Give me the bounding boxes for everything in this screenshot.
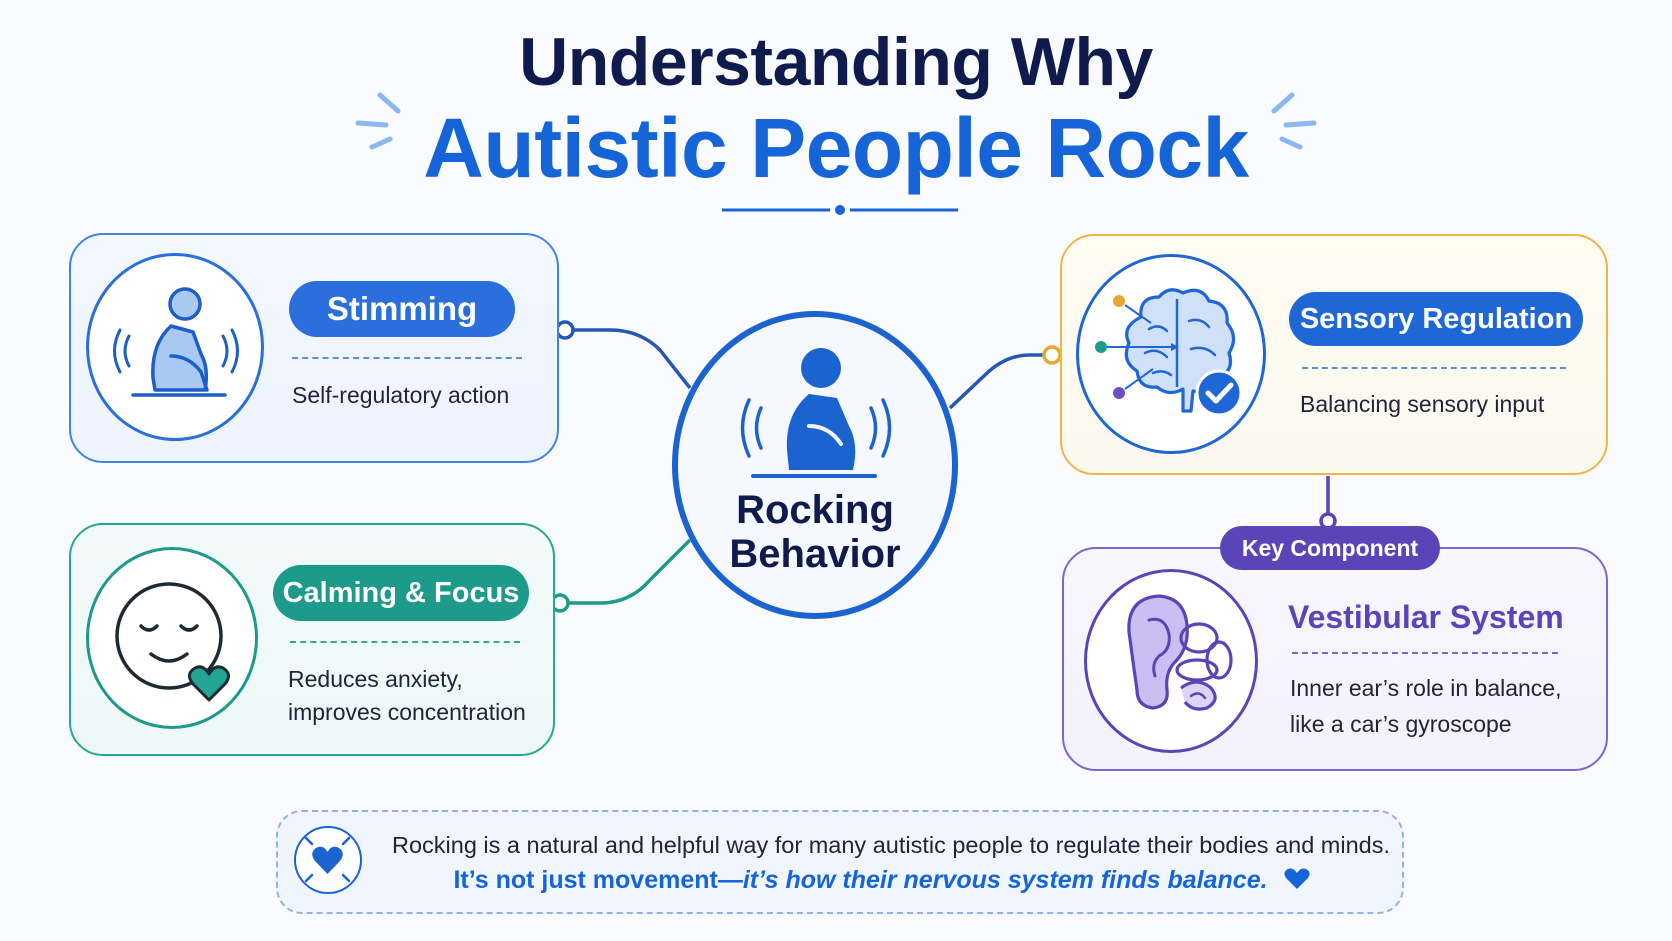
stimming-description: Self-regulatory action	[292, 382, 510, 408]
stimming-icon-ring	[86, 253, 264, 441]
inner-ear-icon	[1127, 594, 1233, 711]
note-line-1: Rocking is a natural and helpful way for…	[392, 832, 1391, 858]
title-line-1: Understanding Why	[519, 24, 1153, 100]
stimming-label: Stimming	[289, 281, 515, 337]
title-divider	[722, 205, 958, 215]
note-line-2-part-b: it’s how their nervous system finds bala…	[742, 866, 1268, 894]
small-heart-icon	[1283, 868, 1310, 889]
vestibular-description-line-1: Inner ear’s role in balance,	[1290, 675, 1562, 701]
vestibular-system-label: Vestibular System	[1288, 599, 1564, 635]
person-rocking-icon	[113, 287, 239, 397]
calm-face-heart-icon	[115, 582, 230, 702]
sensory-icon-ring	[1076, 254, 1266, 454]
note-line-2: It’s not just movement—it’s how their ne…	[392, 866, 1372, 895]
sensory-regulation-label: Sensory Regulation	[1289, 292, 1583, 346]
calming-focus-label: Calming & Focus	[273, 565, 529, 621]
calming-description-line-1: Reduces anxiety,	[288, 666, 463, 692]
left-sparkle-decoration	[355, 92, 401, 150]
brain-check-icon	[1095, 288, 1243, 417]
stimming-divider	[292, 357, 522, 359]
calming-icon-ring	[86, 547, 258, 729]
sensory-divider	[1302, 367, 1566, 369]
center-label-line-1: Rocking	[736, 488, 894, 532]
vestibular-divider	[1292, 652, 1558, 654]
center-label-line-2: Behavior	[729, 532, 901, 576]
note-line-2-part-a: It’s not just movement—	[453, 866, 743, 894]
vestibular-description-line-2: like a car’s gyroscope	[1290, 711, 1512, 737]
vestibular-icon-ring	[1084, 569, 1258, 753]
summary-note-box	[276, 810, 1404, 914]
center-person-rocking-icon	[740, 348, 892, 478]
note-heart-ring	[294, 826, 362, 894]
calming-description-line-2: improves concentration	[288, 699, 526, 725]
calming-divider	[290, 641, 520, 643]
key-component-badge: Key Component	[1220, 526, 1440, 570]
title-line-2: Autistic People Rock	[423, 101, 1249, 195]
sensory-description: Balancing sensory input	[1300, 391, 1545, 417]
heart-icon	[304, 836, 351, 883]
rocking-behavior-label: Rocking Behavior	[672, 488, 958, 576]
right-sparkle-decoration	[1271, 92, 1317, 150]
